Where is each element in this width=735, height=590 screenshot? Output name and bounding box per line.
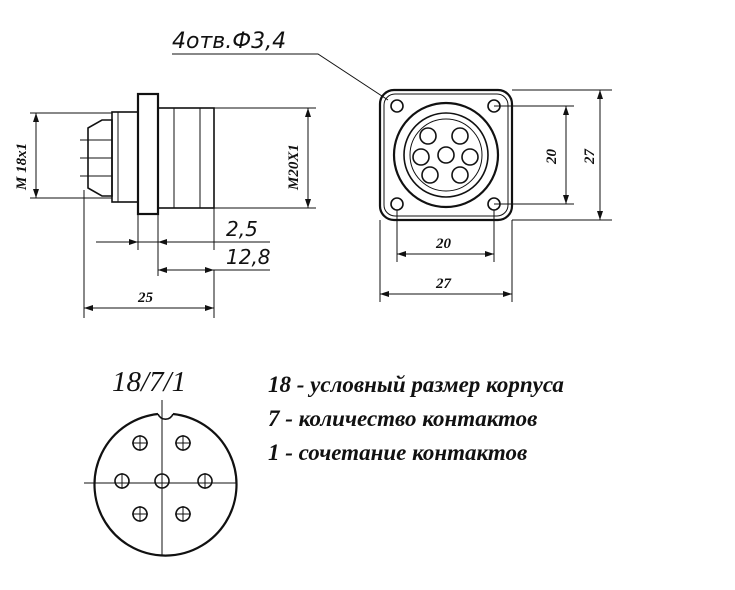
mount-hole bbox=[390, 197, 404, 211]
front-view bbox=[172, 53, 612, 302]
dim-20-horizontal-label: 20 bbox=[435, 236, 452, 252]
designation-legend: 18 - условный размер корпуса 7 - количес… bbox=[268, 368, 564, 470]
legend-line-contacts: 7 - количество контактов bbox=[268, 406, 538, 431]
thread-left-label: M 18x1 bbox=[14, 143, 30, 191]
hole-callout-label: 4отв.Ф3,4 bbox=[172, 29, 286, 54]
dim-27-horizontal-label: 27 bbox=[435, 276, 452, 292]
dim-12-8-label: 12,8 bbox=[226, 245, 271, 269]
designation-code: 18/7/1 bbox=[112, 366, 187, 398]
contact-layout-diagram bbox=[84, 400, 238, 557]
legend-line-size: 18 - условный размер корпуса bbox=[268, 372, 564, 397]
dim-20-vertical-label: 20 bbox=[544, 149, 560, 166]
legend-line-combination: 1 - сочетание контактов bbox=[268, 440, 528, 465]
thread-right-label: M20X1 bbox=[286, 144, 302, 191]
dim-25-label: 25 bbox=[137, 290, 154, 306]
dim-2-5-label: 2,5 bbox=[226, 217, 258, 241]
side-view bbox=[30, 92, 316, 318]
dim-27-vertical-label: 27 bbox=[582, 149, 598, 166]
mount-hole bbox=[390, 99, 404, 113]
